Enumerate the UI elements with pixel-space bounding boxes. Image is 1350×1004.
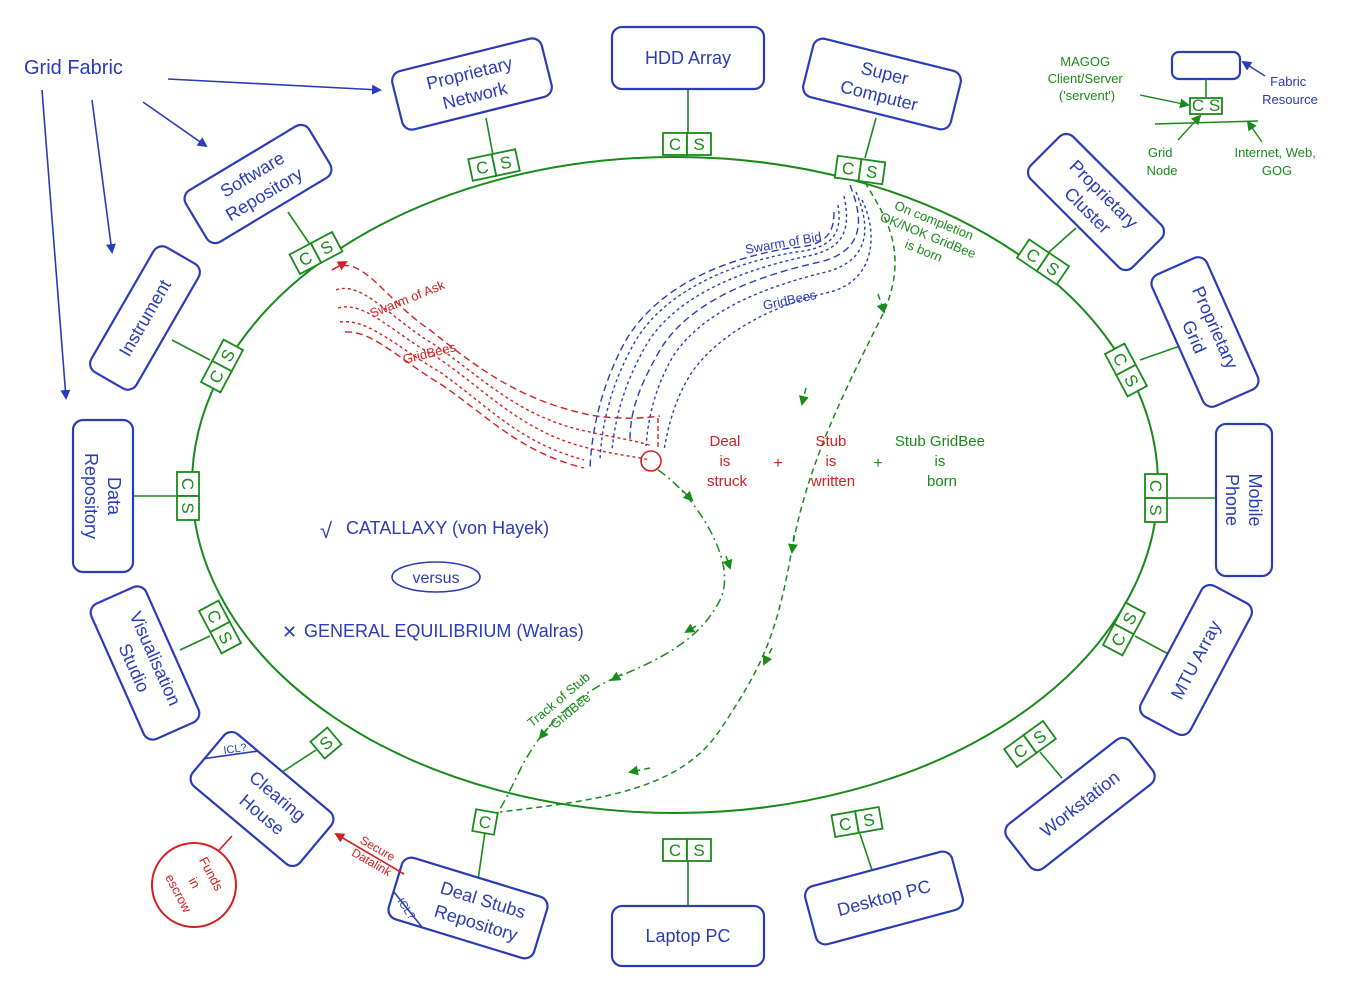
magog-legend: C S MAGOG Client/Server ('servent') Fabr… [1048, 50, 1319, 178]
check-mark: √ [320, 518, 333, 543]
versus-label: versus [412, 570, 459, 587]
secure-datalink-arrow [334, 832, 405, 875]
cs-port-proprietary-grid: C S [1103, 342, 1149, 398]
completion-track [499, 181, 896, 813]
grid-fabric-label: Grid Fabric [24, 57, 123, 79]
node-visualisation-studio: VisualisationStudio [89, 585, 201, 741]
svg-text:S: S [498, 153, 513, 174]
internet-web-gog-label: Internet, Web, GOG [1234, 145, 1319, 178]
node-proprietary-grid: ProprietaryGrid [1150, 256, 1260, 408]
swarm-of-ask [331, 261, 661, 469]
svg-text:DataRepository: DataRepository [81, 453, 124, 539]
plus-2: + [873, 455, 882, 472]
node-proprietary-network: ProprietaryNetwork [391, 37, 553, 131]
svg-text:Laptop PC: Laptop PC [645, 926, 730, 946]
c-port-deal-stubs: C [471, 808, 499, 836]
svg-text:C: C [1146, 480, 1165, 492]
svg-text:C: C [841, 159, 856, 180]
svg-text:S: S [693, 135, 704, 154]
swarm-ask-label: Swarm of Ask [368, 277, 448, 321]
swarm-bid-label: Swarm of Bid [744, 229, 823, 257]
cs-port-super-computer: C S [833, 154, 887, 186]
deal-struck-label: Deal is struck [707, 433, 748, 490]
node-mobile-phone: MobilePhone [1214, 422, 1274, 578]
cs-port-mobile-phone: C S [1144, 473, 1168, 523]
grid-ring [191, 156, 1159, 814]
svg-text:C: C [474, 157, 490, 178]
swarm-of-bid [589, 184, 872, 469]
svg-text:C: C [669, 841, 681, 860]
node-clearing-house: ClearingHouse ICL? [189, 730, 335, 868]
svg-text:S: S [178, 502, 197, 513]
legend-cs-label: C S [1192, 96, 1220, 115]
svg-text:S: S [865, 162, 879, 182]
icl-tag-clearing: ICL? [223, 742, 248, 757]
cs-port-data-repository: C S [176, 471, 200, 521]
svg-text:C: C [178, 478, 197, 490]
cs-port-laptop-pc: C S [662, 838, 712, 862]
fabric-resource-label: Fabric Resource [1262, 74, 1318, 107]
node-hdd-array: HDD Array [610, 25, 766, 91]
node-proprietary-cluster: ProprietaryCluster [1026, 132, 1166, 272]
node-software-repository: SoftwareRepository [183, 123, 333, 245]
svg-text:HDD Array: HDD Array [645, 48, 731, 68]
general-equilibrium-label: GENERAL EQUILIBRIUM (Walras) [304, 621, 584, 641]
svg-text:S: S [693, 841, 704, 860]
cs-port-proprietary-cluster: C S [1015, 238, 1071, 286]
secure-datalink-label: Secure Datalink [349, 832, 402, 879]
node-desktop-pc: Desktop PC [803, 850, 965, 946]
svg-text:MobilePhone: MobilePhone [1222, 473, 1265, 526]
s-port-clearing-house: S [309, 726, 343, 760]
funds-escrow-circle [151, 842, 237, 928]
cs-port-desktop-pc: C S [830, 805, 884, 839]
stub-gridbee-track [495, 469, 733, 816]
node-laptop-pc: Laptop PC [610, 904, 766, 968]
stub-gridbee-born-label: Stub GridBee is born [895, 433, 989, 490]
cs-port-hdd-array: C S [662, 132, 712, 156]
stub-written-label: Stub is written [810, 433, 855, 490]
plus-1: + [773, 455, 782, 472]
svg-text:S: S [1146, 504, 1165, 515]
deal-point [640, 450, 662, 472]
node-super-computer: SuperComputer [802, 37, 962, 131]
cs-port-software-repository: C S [288, 230, 344, 276]
fabric-resource-box [1170, 50, 1242, 81]
cs-port-workstation: C S [1002, 719, 1058, 769]
cs-port-instrument: C S [199, 338, 245, 394]
cs-port-visualisation-studio: C S [197, 599, 243, 655]
gridbees-bid-label: GridBees [762, 287, 819, 313]
versus-oval [391, 561, 481, 593]
track-stub-label: Track of Stub GridBee [524, 667, 606, 742]
node-instrument: Instrument [89, 245, 201, 391]
svg-text:S: S [862, 810, 876, 831]
grid-fabric-arrows [41, 78, 382, 400]
magog-label: MAGOG Client/Server ('servent') [1048, 54, 1127, 103]
node-deal-stubs-repository: Deal StubsRepository ICL? [387, 856, 549, 960]
node-data-repository: DataRepository [71, 418, 135, 574]
cs-port-mtu-array: C S [1101, 601, 1147, 657]
svg-text:C: C [838, 814, 853, 835]
svg-text:C: C [477, 812, 492, 833]
cross-mark: ✕ [282, 622, 297, 642]
cs-port-proprietary-network: C S [467, 148, 521, 182]
gridbees-ask-label: GridBees [401, 339, 458, 367]
svg-text:C: C [669, 135, 681, 154]
catallaxy-label: CATALLAXY (von Hayek) [346, 518, 549, 538]
node-mtu-array: MTU Array [1138, 583, 1254, 737]
grid-node-label: Grid Node [1146, 145, 1177, 178]
legend-cs-box [1189, 97, 1223, 115]
